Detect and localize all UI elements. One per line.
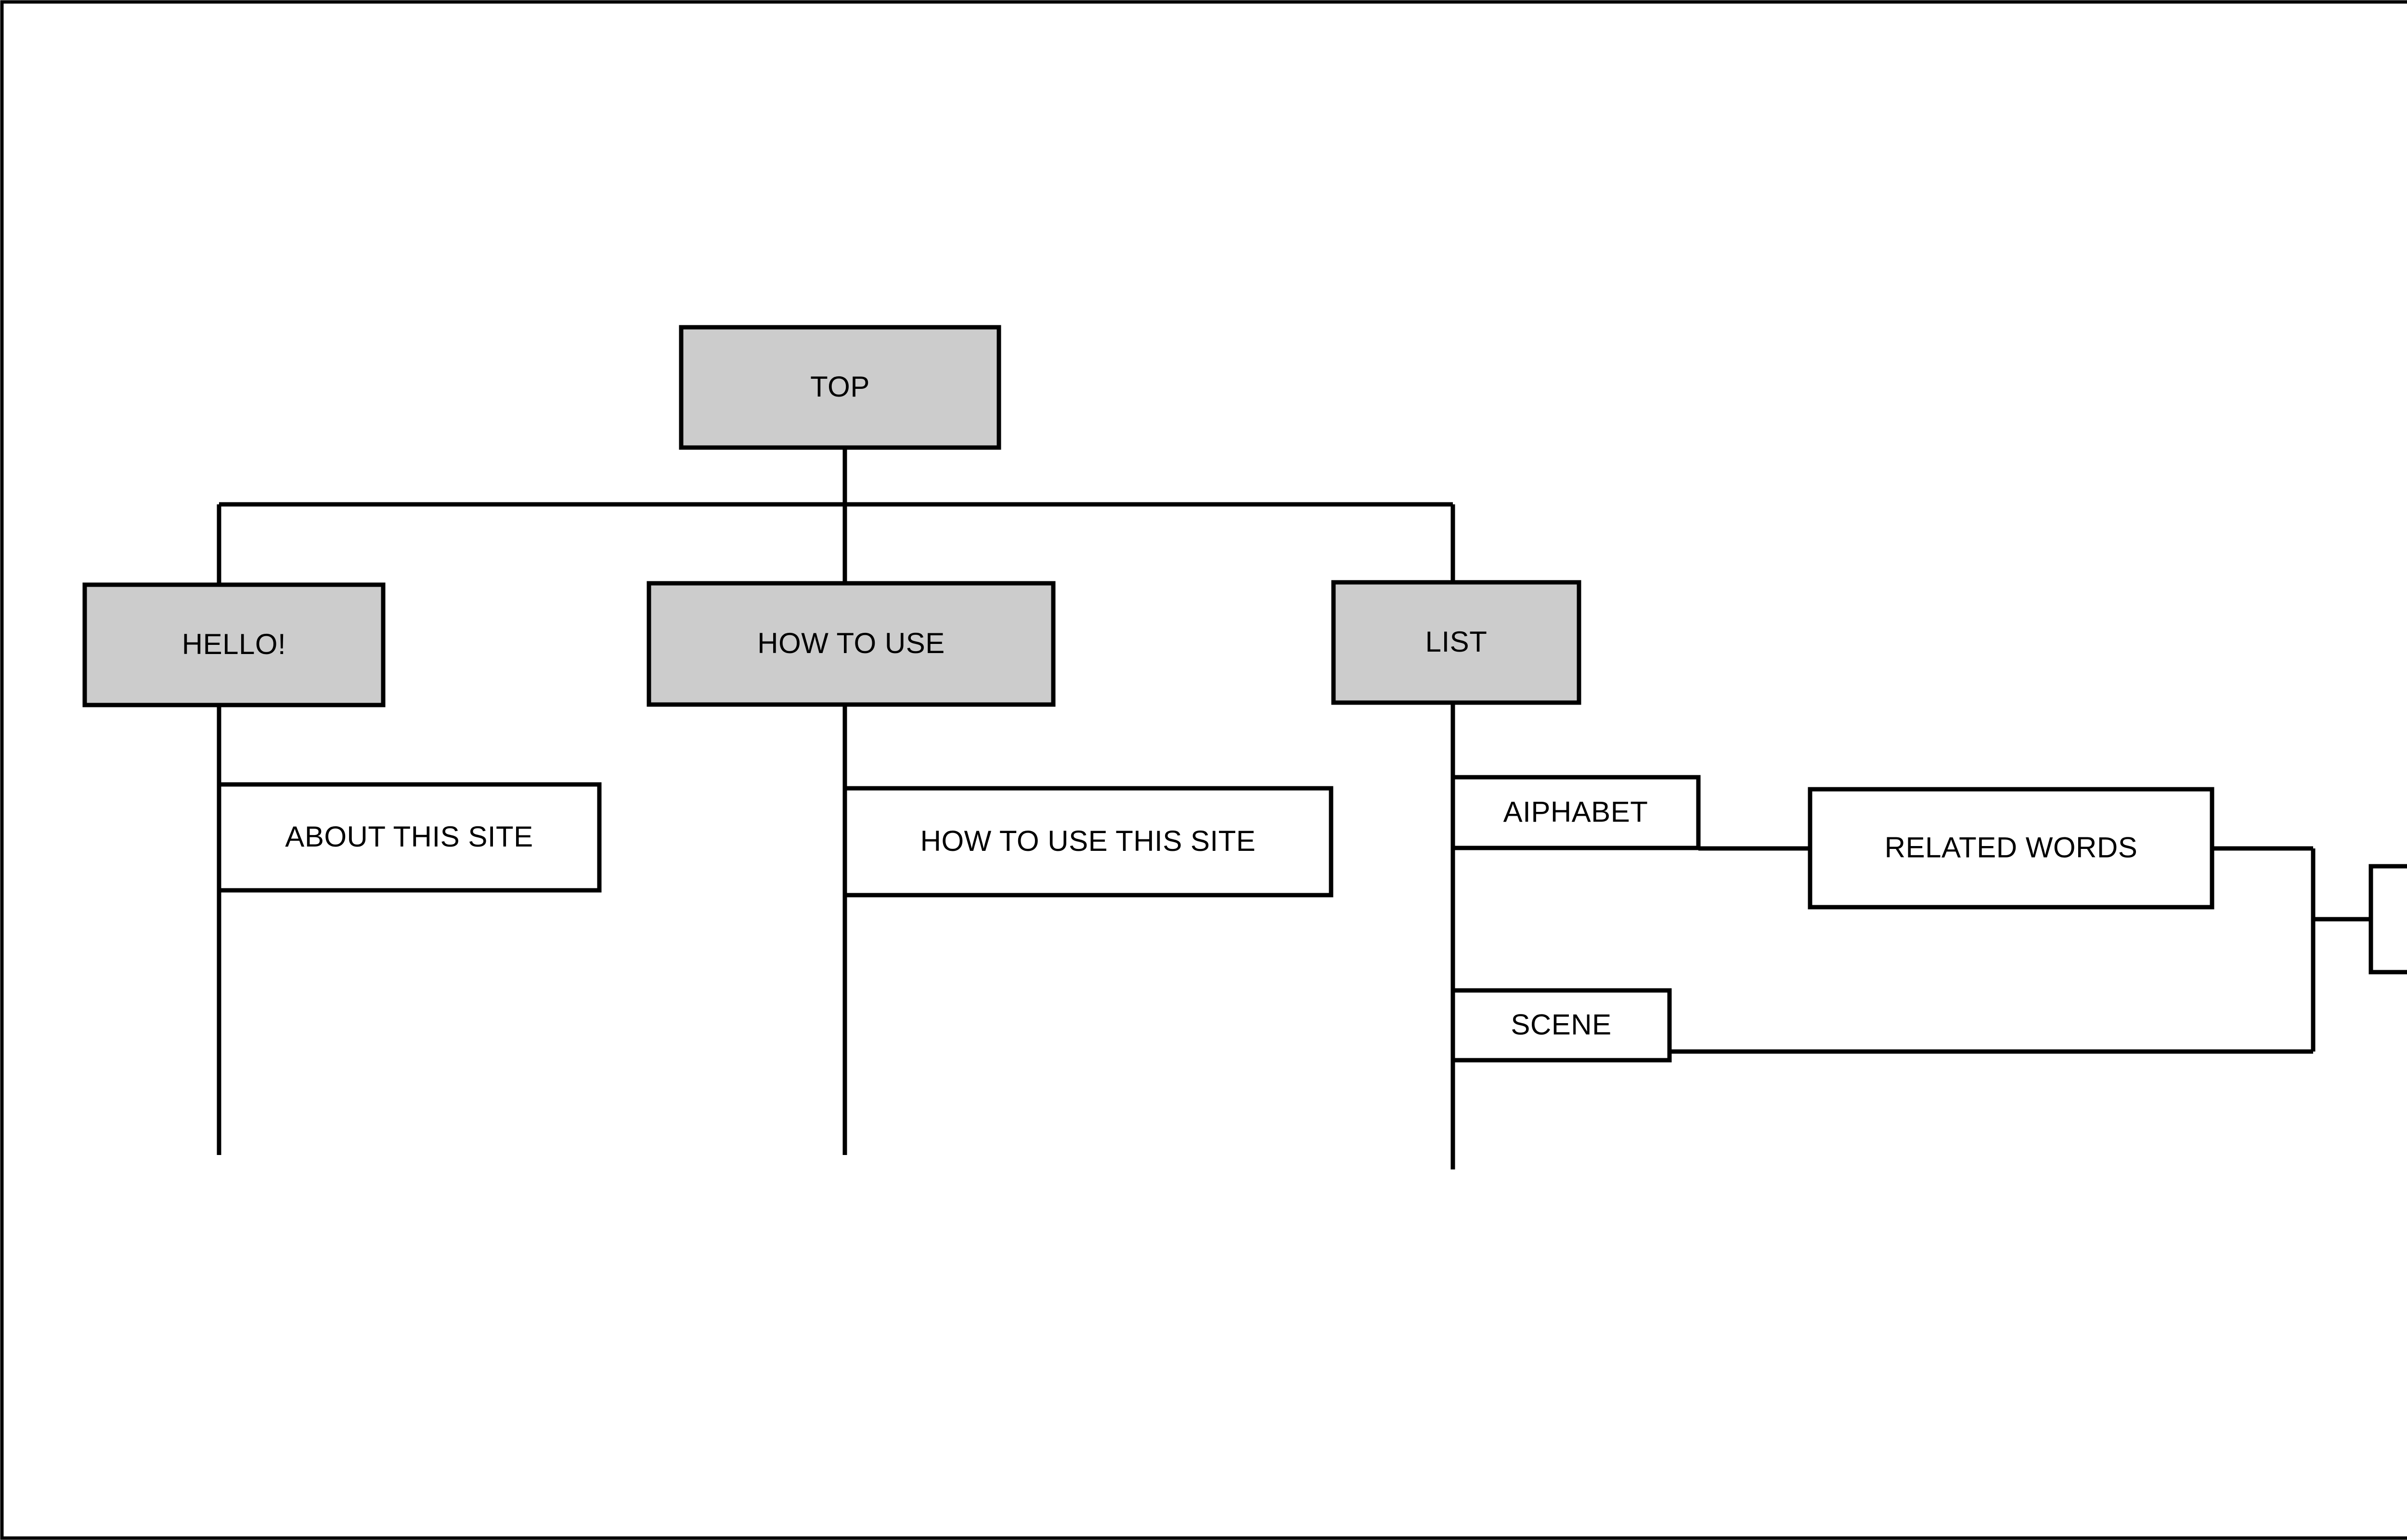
node-related-words[interactable]: RELATED WORDS: [1808, 787, 2214, 910]
node-label-about-this-site: ABOUT THIS SITE: [285, 821, 533, 853]
node-label-how-to-use-this-site: HOW TO USE THIS SITE: [920, 825, 1256, 857]
node-scene[interactable]: SCENE: [1450, 988, 1672, 1063]
node-label-related-words: RELATED WORDS: [1885, 831, 2137, 863]
node-how-to-use[interactable]: HOW TO USE: [647, 581, 1056, 707]
node-aiphabet[interactable]: AIPHABET: [1450, 775, 1701, 850]
node-box-about-this-site[interactable]: [217, 782, 602, 893]
node-hello[interactable]: HELLO!: [82, 582, 386, 707]
node-box-related-words[interactable]: [1808, 787, 2214, 910]
node-box-top[interactable]: [679, 325, 1001, 450]
node-label-scene: SCENE: [1511, 1008, 1611, 1040]
node-label-list: LIST: [1425, 626, 1488, 658]
node-box-list[interactable]: [1331, 580, 1581, 705]
node-box-how-to-use-this-site[interactable]: [842, 786, 1333, 898]
node-box-aiphabet[interactable]: [1450, 775, 1701, 850]
node-box-scene[interactable]: [1450, 988, 1672, 1063]
node-label-top: TOP: [810, 371, 870, 403]
node-label-hello: HELLO!: [182, 628, 286, 660]
node-box-how-to-use[interactable]: [647, 581, 1056, 707]
node-box-hello[interactable]: [82, 582, 386, 707]
node-boxes: TOP HELLO! HOW TO USE LIST ABOUT THIS SITE HO…: [82, 325, 2407, 1063]
node-how-to-use-this-site[interactable]: HOW TO USE THIS SITE: [842, 786, 1333, 898]
node-list[interactable]: LIST: [1331, 580, 1581, 705]
node-box-meaning[interactable]: [2368, 864, 2407, 975]
node-label-aiphabet: AIPHABET: [1503, 796, 1648, 828]
node-meaning[interactable]: MEANING: [2368, 864, 2407, 975]
node-about-this-site[interactable]: ABOUT THIS SITE: [217, 782, 602, 893]
node-top[interactable]: TOP: [679, 325, 1001, 450]
node-label-how-to-use: HOW TO USE: [757, 627, 945, 659]
